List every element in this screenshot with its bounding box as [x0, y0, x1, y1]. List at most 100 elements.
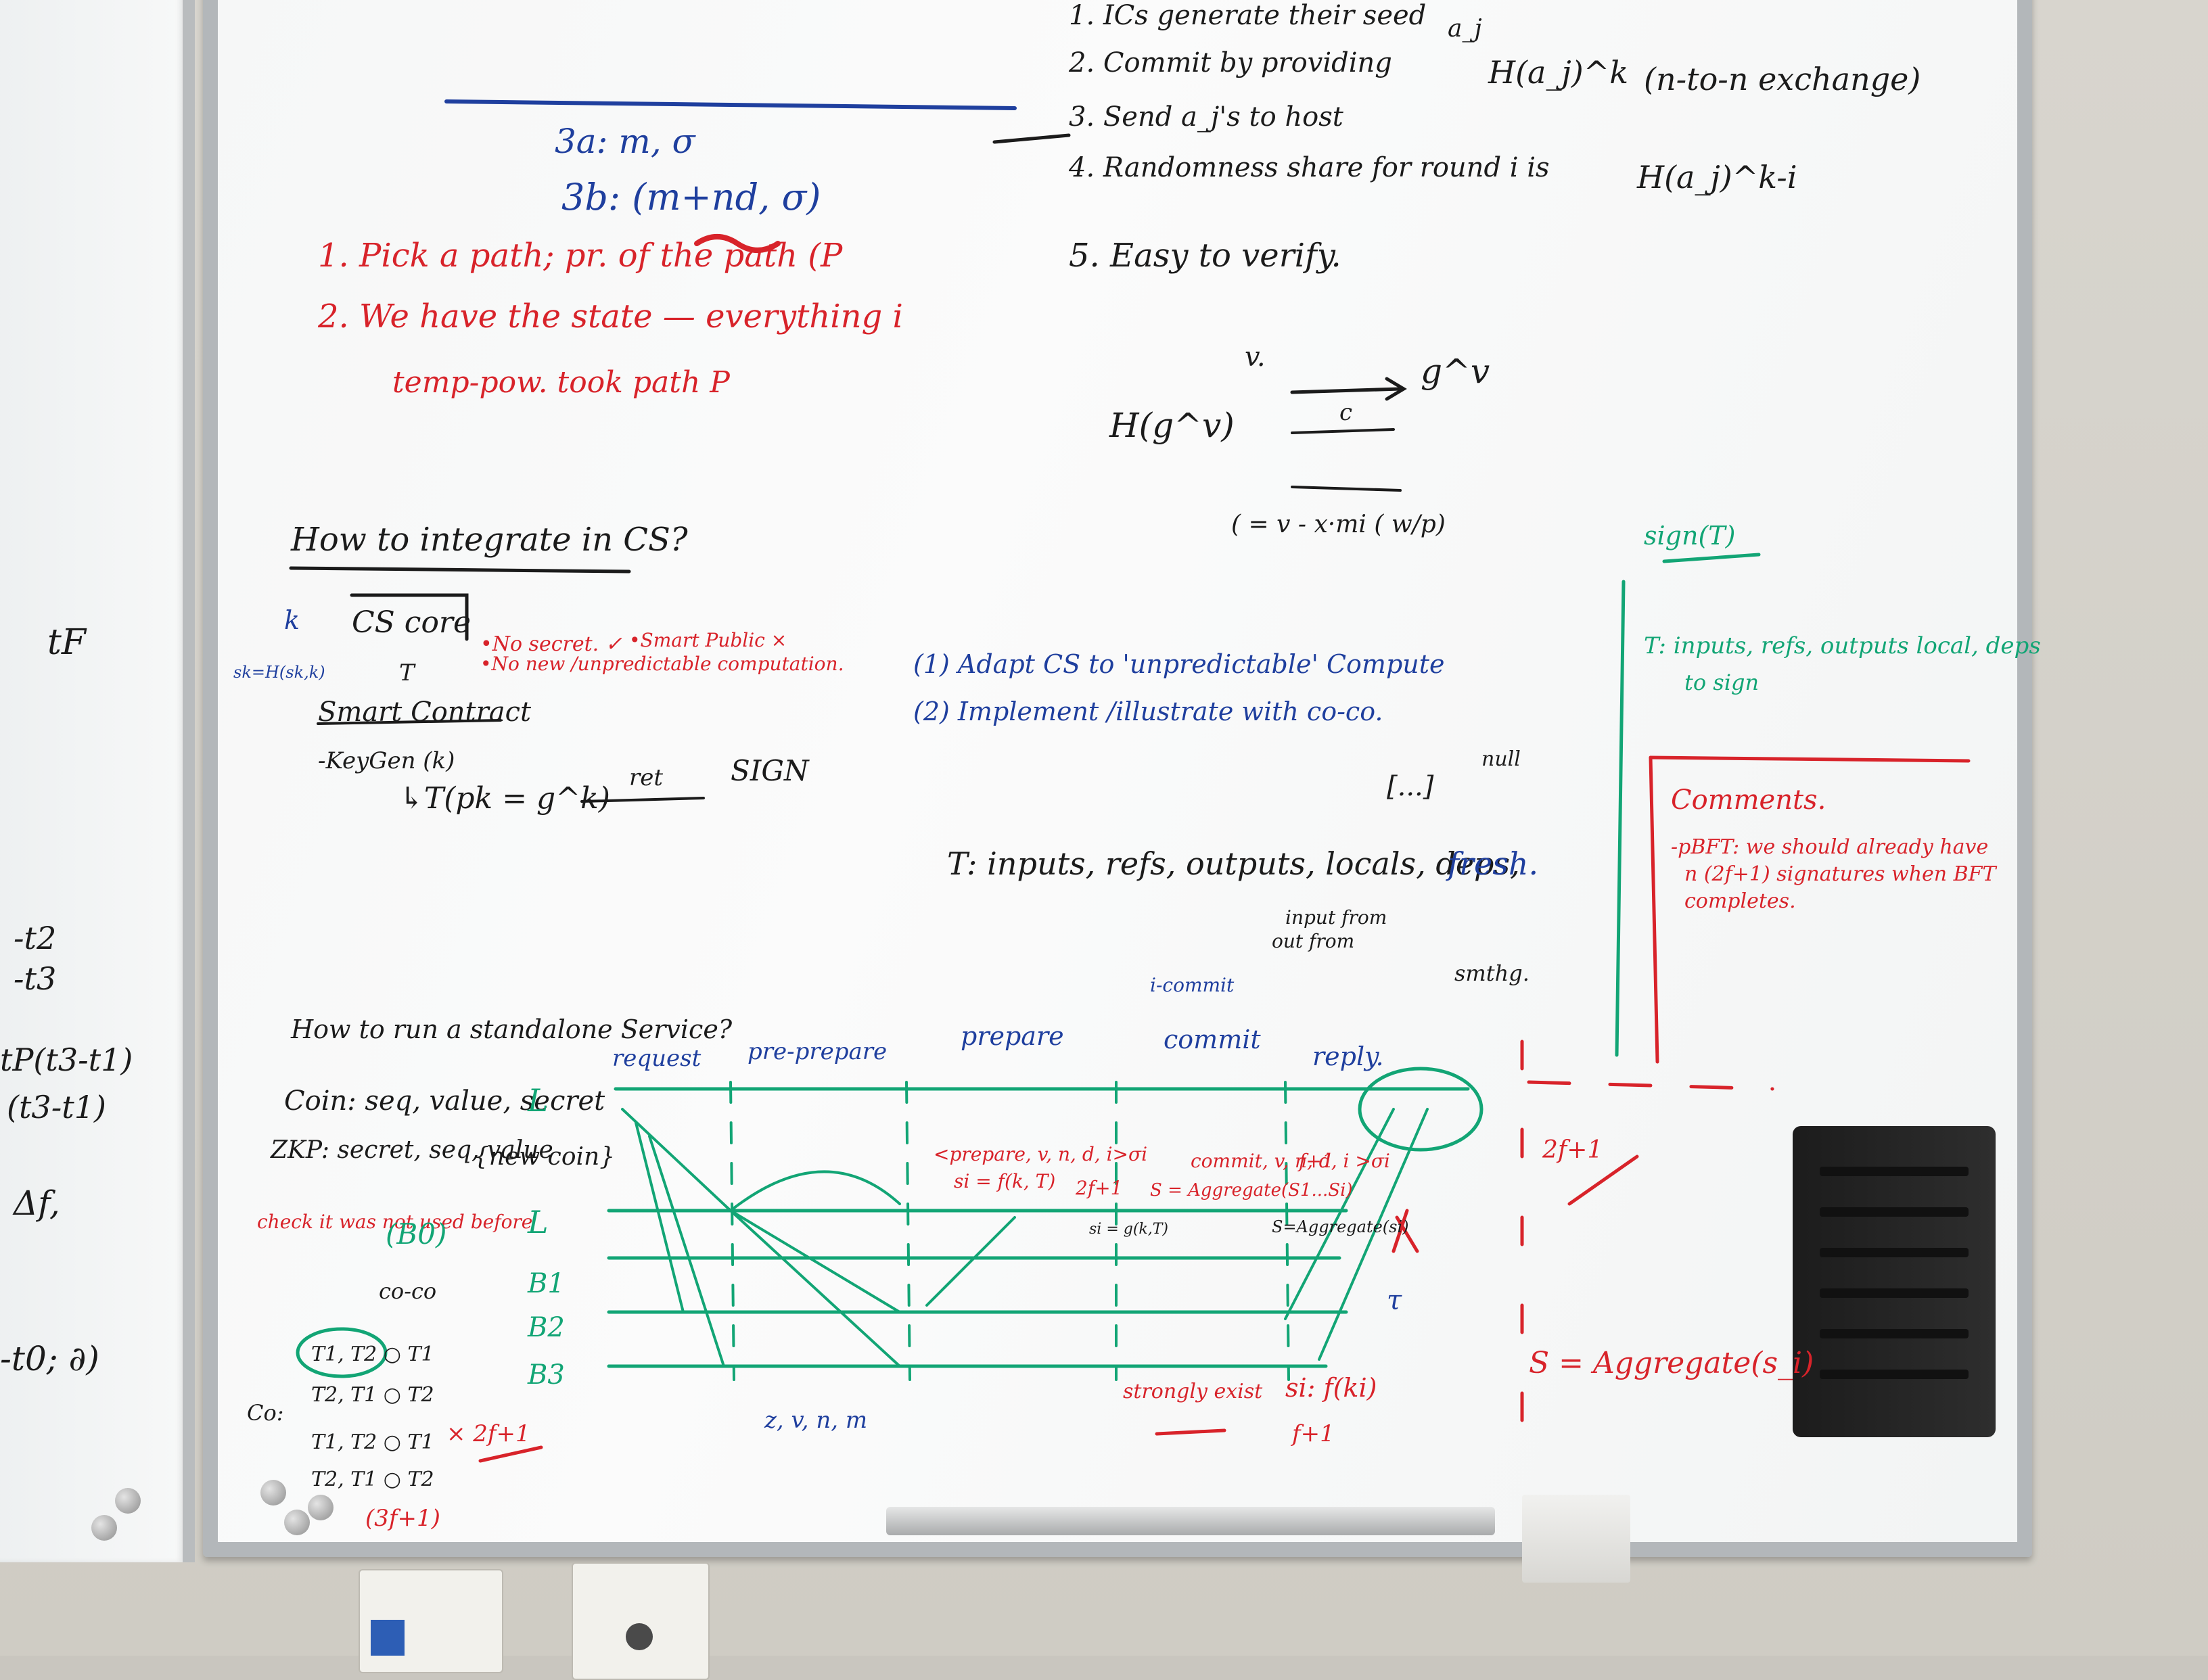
- phase-prepare: prepare: [961, 1021, 1064, 1051]
- exchange-note: (n-to-n exchange): [1644, 61, 1921, 97]
- left-text-t0: -t0; ∂): [0, 1339, 99, 1378]
- bracket-label: [...]: [1387, 771, 1434, 802]
- tx-row-4: T2, T1 ○ T2: [311, 1468, 434, 1491]
- f3-label: f+1: [1299, 1150, 1334, 1172]
- no-secret-note: •No secret. ✓: [480, 632, 622, 656]
- proof-label: ( = v - x·mi ( w/p): [1231, 511, 1446, 538]
- blue-adapt: (1) Adapt CS to 'unpredictable' Compute: [913, 649, 1445, 679]
- marker-tray: [886, 1507, 1495, 1535]
- input-from-label: input from: [1285, 906, 1387, 929]
- f2-label: 2f+1: [1076, 1177, 1123, 1199]
- tx-row-3: T1, T2 ○ T1: [311, 1430, 434, 1454]
- si-fk-label: si: f(ki): [1285, 1373, 1377, 1403]
- step-5: 5. Easy to verify.: [1069, 237, 1341, 275]
- t-fields: T: inputs, refs, outputs, locals, deps,: [947, 845, 1520, 882]
- standalone-heading: How to run a standalone Service?: [291, 1014, 733, 1044]
- h-aj-ki: H(a_j)^k-i: [1637, 159, 1797, 195]
- left-whiteboard: [0, 0, 195, 1562]
- comments-title: Comments.: [1671, 785, 1826, 816]
- new-coin: {new coin}: [474, 1143, 616, 1171]
- strong-label: strongly exist: [1123, 1380, 1263, 1403]
- h-aj-k: H(a_j)^k: [1488, 54, 1629, 91]
- b1-label: B1: [528, 1268, 565, 1299]
- x3f1-label: (3f+1): [365, 1505, 440, 1532]
- magnet: [308, 1495, 334, 1520]
- l-label-1: L: [528, 1082, 549, 1119]
- tx-row-2: T2, T1 ○ T2: [311, 1383, 434, 1407]
- ret-label: ret: [629, 764, 664, 791]
- v-label: v.: [1245, 342, 1266, 373]
- step-2: 2. Commit by providing: [1069, 47, 1392, 78]
- check-note: check it was not used before: [257, 1211, 533, 1233]
- tk-label: ↳T(pk = g^k): [399, 781, 610, 816]
- smart-public-note: •Smart Public ×: [629, 629, 787, 651]
- s-agg2-label: S=Aggregate(si): [1272, 1217, 1409, 1236]
- cs-heading: How to integrate in CS?: [291, 521, 688, 559]
- sign-label: SIGN: [731, 754, 809, 787]
- magnet: [284, 1510, 310, 1535]
- step-4: 4. Randomness share for round i is: [1069, 152, 1550, 183]
- a-j-label: a_j: [1448, 15, 1482, 43]
- magnet: [260, 1480, 286, 1506]
- phase-pre-prepare: pre-prepare: [748, 1038, 888, 1065]
- commit-msg: commit, v, n, d, i >σi: [1191, 1150, 1390, 1172]
- si-label: si = g(k,T): [1089, 1221, 1168, 1238]
- left-text-tf: tF: [47, 622, 86, 663]
- wall-bracket: [1522, 1495, 1630, 1583]
- sign-t: sign(T): [1644, 521, 1736, 551]
- green-to-sign: to sign: [1684, 670, 1760, 695]
- h-gv-label: H(g^v): [1109, 406, 1235, 445]
- red-2f1: 2f+1: [1542, 1136, 1603, 1164]
- keygen-label: -KeyGen (k): [318, 747, 455, 774]
- left-text-t2: -t2: [14, 920, 57, 956]
- zkp-def: ZKP: secret, seq, value: [271, 1136, 553, 1164]
- round-port: [626, 1623, 653, 1650]
- i-commit-label: i-commit: [1150, 974, 1235, 996]
- phase-request: request: [612, 1045, 702, 1072]
- step-3: 3. Send a_j's to host: [1069, 101, 1343, 133]
- phase-commit: commit: [1164, 1025, 1261, 1054]
- red-item-3: temp-pow. took path P: [392, 365, 730, 400]
- k-label: k: [284, 605, 300, 635]
- magnet: [91, 1515, 117, 1541]
- blue-implement: (2) Implement /illustrate with co-co.: [913, 697, 1383, 726]
- green-t-note: T: inputs, refs, outputs local, deps: [1644, 632, 2041, 659]
- comment-line-1: -pBFT: we should already have: [1671, 835, 1989, 859]
- out-from-label: out from: [1272, 930, 1355, 952]
- smart-contract-label: Smart Contract: [318, 697, 532, 728]
- cs-core-box: CS core: [352, 605, 471, 640]
- marker-holder: [1793, 1126, 1996, 1437]
- blue-3b: 3b: (m+nd, σ): [561, 176, 821, 218]
- left-text-af: Δf,: [14, 1184, 60, 1223]
- s-agg-label: S = Aggregate(S1...Si): [1150, 1180, 1353, 1200]
- phase-reply: reply.: [1312, 1042, 1384, 1071]
- l-label-2: L: [528, 1204, 549, 1240]
- coin-def: Coin: seq, value, secret: [284, 1086, 605, 1117]
- magnet: [115, 1488, 141, 1514]
- b0-label: (B0): [386, 1217, 447, 1251]
- something-label: smthg.: [1454, 960, 1530, 986]
- step-1: 1. ICs generate their seed: [1069, 0, 1427, 31]
- red-item-1: 1. Pick a path; pr. of the path (P: [318, 237, 843, 275]
- c-label: c: [1339, 399, 1353, 426]
- co-label: Co:: [247, 1400, 284, 1426]
- coco-label: co-co: [379, 1278, 437, 1304]
- t-label: T: [399, 659, 415, 686]
- comment-line-2: n (2f+1) signatures when BFT: [1684, 862, 1996, 886]
- fresh-label: fresh.: [1448, 845, 1539, 882]
- tau-label: τ: [1387, 1285, 1402, 1316]
- x2f1-label: × 2f+1: [446, 1420, 530, 1447]
- prepare-msg: <prepare, v, n, d, i>σi: [934, 1143, 1148, 1165]
- f4-label: f+1: [1292, 1420, 1335, 1447]
- b3-label: B3: [528, 1359, 565, 1391]
- red-item-2: 2. We have the state — everything i: [318, 298, 903, 335]
- vnm-label: z, v, n, m: [764, 1407, 868, 1434]
- no-new-note: •No new /unpredictable computation.: [480, 653, 844, 675]
- sk-label: sk=H(sk,k): [233, 663, 325, 682]
- left-text-t31: (t3-t1): [7, 1089, 106, 1125]
- si-fkt: si = f(k, T): [954, 1170, 1056, 1192]
- left-text-t3: -t3: [14, 960, 57, 997]
- null-label: null: [1481, 747, 1521, 771]
